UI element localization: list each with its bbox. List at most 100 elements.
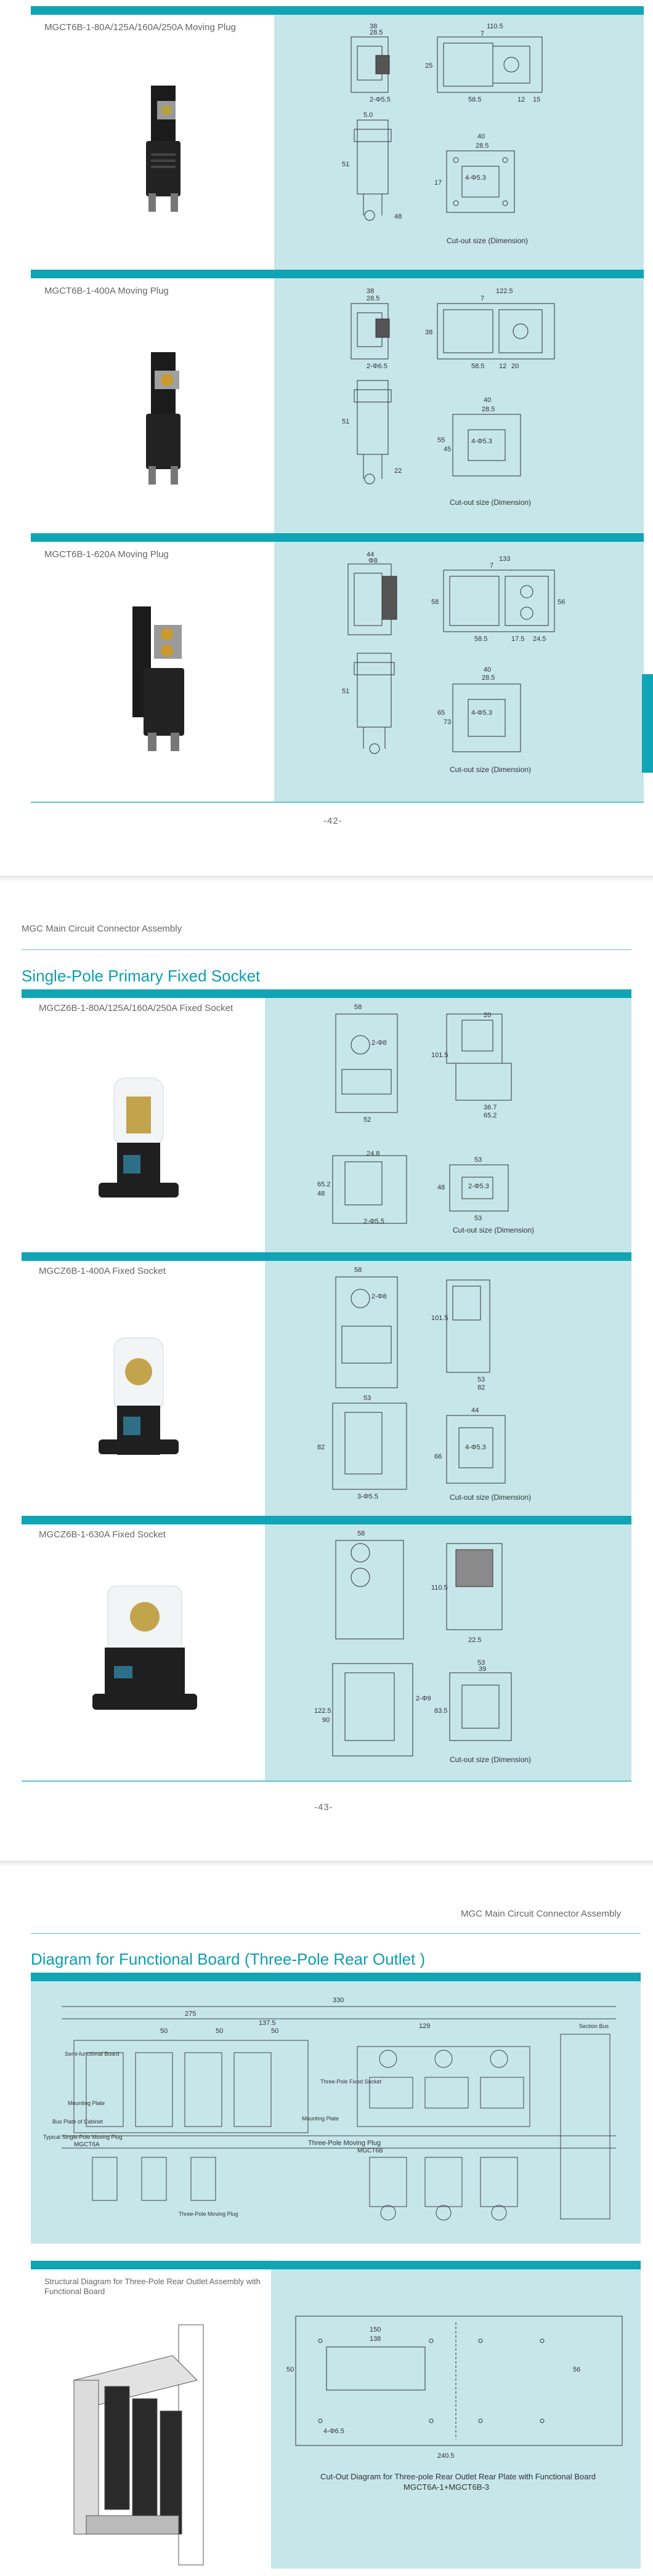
dim-label: 51 — [342, 161, 349, 168]
dim-label: 38 — [425, 329, 432, 336]
dim-label: 28.5 — [482, 406, 495, 413]
dim-label: 52 — [363, 1116, 371, 1124]
dim-label: 40 — [484, 666, 491, 674]
dim-label: 53 — [477, 1659, 485, 1667]
dim-label: 101.5 — [431, 1052, 448, 1059]
dim-label: 44 — [367, 551, 374, 558]
panel-left: MGCZ6B-1-630A Fixed Socket — [22, 1524, 265, 1781]
product-panel-2: MGCZ6B-1-400A Fixed Socket 58 2-Φ8 101.5… — [22, 1252, 631, 1517]
panel-left: MGCT6B-1-620A Moving Plug — [31, 542, 274, 802]
cutout-caption: Cut-out size (Dimension) — [453, 1226, 534, 1234]
dim-label: 101.5 — [431, 1314, 448, 1322]
panel-title: MGCZ6B-1-400A Fixed Socket — [39, 1266, 166, 1276]
dim-label: 45 — [444, 446, 451, 453]
dim-label: 110.5 — [431, 1584, 448, 1592]
panel-top-bar — [31, 6, 644, 15]
panel-right — [265, 998, 631, 1254]
dim-label: 4-Φ6.5 — [323, 2428, 344, 2435]
dim-label: 275 — [185, 2010, 196, 2018]
dim-label: 58 — [431, 598, 439, 606]
dim-label: 90 — [322, 1717, 330, 1724]
panel-right — [265, 1261, 631, 1517]
panel-top-bar — [22, 1516, 631, 1524]
product-panel-2: MGCT6B-1-400A Moving Plug 38 28.5 122.5 … — [31, 270, 644, 538]
diagram-caption: Three-Pole Moving Plug — [308, 2139, 381, 2147]
panel-top-bar — [31, 533, 644, 542]
diagram-label: Bus Plate of Cabinet — [52, 2119, 103, 2125]
dim-label: 20 — [511, 363, 519, 370]
dim-label: 7 — [481, 30, 484, 38]
dim-label: 2-Φ5.3 — [468, 1183, 489, 1190]
dim-label: 150 — [370, 2326, 381, 2333]
section-title: Single-Pole Primary Fixed Socket — [22, 967, 261, 985]
dim-label: 2-Φ8 — [371, 1039, 387, 1047]
page-separator — [0, 1861, 653, 1866]
panel-left: MGCT6B-1-400A Moving Plug — [31, 278, 274, 538]
cutout-caption: Cut-out size (Dimension) — [450, 498, 531, 507]
header-rule — [31, 1933, 641, 1934]
dim-label: 38 — [370, 23, 377, 30]
dim-label: 58 — [357, 1530, 365, 1537]
panel-title: Structural Diagram for Three-Pole Rear O… — [44, 2277, 261, 2296]
dim-label: 330 — [333, 1997, 344, 2004]
dim-label: 4-Φ5.3 — [465, 174, 486, 182]
dim-label: 51 — [342, 418, 349, 425]
dimension-drawing: 38 28.5 110.5 7 25 2-Φ5.5 12 15 58.5 5.0… — [342, 23, 543, 245]
bottom-rule — [22, 1781, 631, 1782]
dimension-drawing: 58 2-Φ8 101.5 20 52 36.7 65.2 24.8 65.2 … — [317, 1004, 534, 1234]
dim-label: 58 — [354, 1266, 362, 1274]
fixed-socket-photo — [92, 1585, 197, 1710]
moving-plug-photo — [146, 352, 180, 485]
dim-label: 53 — [363, 1395, 371, 1402]
section-title: Diagram for Functional Board (Three-Pole… — [31, 1950, 426, 1968]
dim-label: 58.5 — [471, 363, 484, 370]
panel-top-bar — [31, 1973, 641, 1981]
dim-label: 4-Φ5.3 — [465, 1444, 486, 1451]
product-panel-3: MGCZ6B-1-630A Fixed Socket 58 110.5 22.5… — [22, 1516, 631, 1781]
diagram-background — [31, 1981, 641, 2244]
panel-top-bar — [22, 989, 631, 998]
dim-label: 56 — [573, 2366, 580, 2373]
dim-label: 28.5 — [476, 142, 489, 150]
dim-label: 7 — [481, 295, 484, 302]
dim-label: 15 — [533, 96, 540, 103]
dim-label: 73 — [444, 718, 451, 726]
cutout-caption: Cut-out size (Dimension) — [447, 236, 528, 245]
panel-right — [274, 15, 644, 275]
page-43: MGC Main Circuit Connector Assembly Sing… — [0, 882, 653, 1859]
dim-label: 51 — [342, 688, 349, 695]
dim-label: 28.5 — [367, 295, 379, 302]
product-panel-1: MGCT6B-1-80A/125A/160A/250A Moving Plug … — [31, 6, 644, 275]
dim-label: 5.0 — [363, 111, 373, 119]
cutout-caption: Cut-out size (Dimension) — [450, 765, 531, 774]
moving-plug-photo — [132, 606, 184, 751]
dim-label: 12 — [499, 363, 506, 370]
dim-label: 24.5 — [533, 635, 546, 643]
dim-label: 48 — [437, 1184, 445, 1191]
dim-label: 2-Φ5.5 — [370, 96, 391, 103]
page-42: MGCT6B-1-80A/125A/160A/250A Moving Plug … — [0, 0, 653, 862]
panel-right — [274, 542, 644, 802]
panel-right — [265, 1524, 631, 1781]
dim-label: 129 — [419, 2023, 430, 2030]
dim-label: 58.5 — [468, 96, 481, 103]
product-panel-3: MGCT6B-1-620A Moving Plug 44 Φ8 133 7 58… — [31, 533, 644, 802]
dim-label: 20 — [484, 1012, 491, 1019]
dim-label: 3-Φ5.5 — [357, 1493, 378, 1500]
page-number: -42- — [323, 816, 343, 826]
structural-diagram-panel: Structural Diagram for Three-Pole Rear O… — [31, 2261, 641, 2569]
functional-board-drawing: Semi-functional Board Three-Pole Fixed S… — [43, 1997, 616, 2221]
dimension-drawing: 58 110.5 22.5 53 39 122.5 90 83.5 2-Φ9 C… — [314, 1530, 531, 1764]
cutout-caption: Cut-out size (Dimension) — [450, 1493, 531, 1502]
dim-label: 48 — [394, 213, 402, 220]
dim-label: 53 — [474, 1215, 482, 1222]
panel-top-bar — [22, 1252, 631, 1261]
fixed-socket-photo — [99, 1337, 179, 1455]
dim-label: 137.5 — [259, 2019, 276, 2027]
diagram-label: Section Bus — [579, 2023, 609, 2029]
functional-board-diagram: Semi-functional Board Three-Pole Fixed S… — [31, 1973, 641, 2244]
dim-label: 2-Φ8 — [371, 1293, 387, 1300]
moving-plug-photo — [146, 86, 180, 212]
dim-label: 40 — [484, 396, 491, 404]
side-tab — [642, 674, 653, 773]
